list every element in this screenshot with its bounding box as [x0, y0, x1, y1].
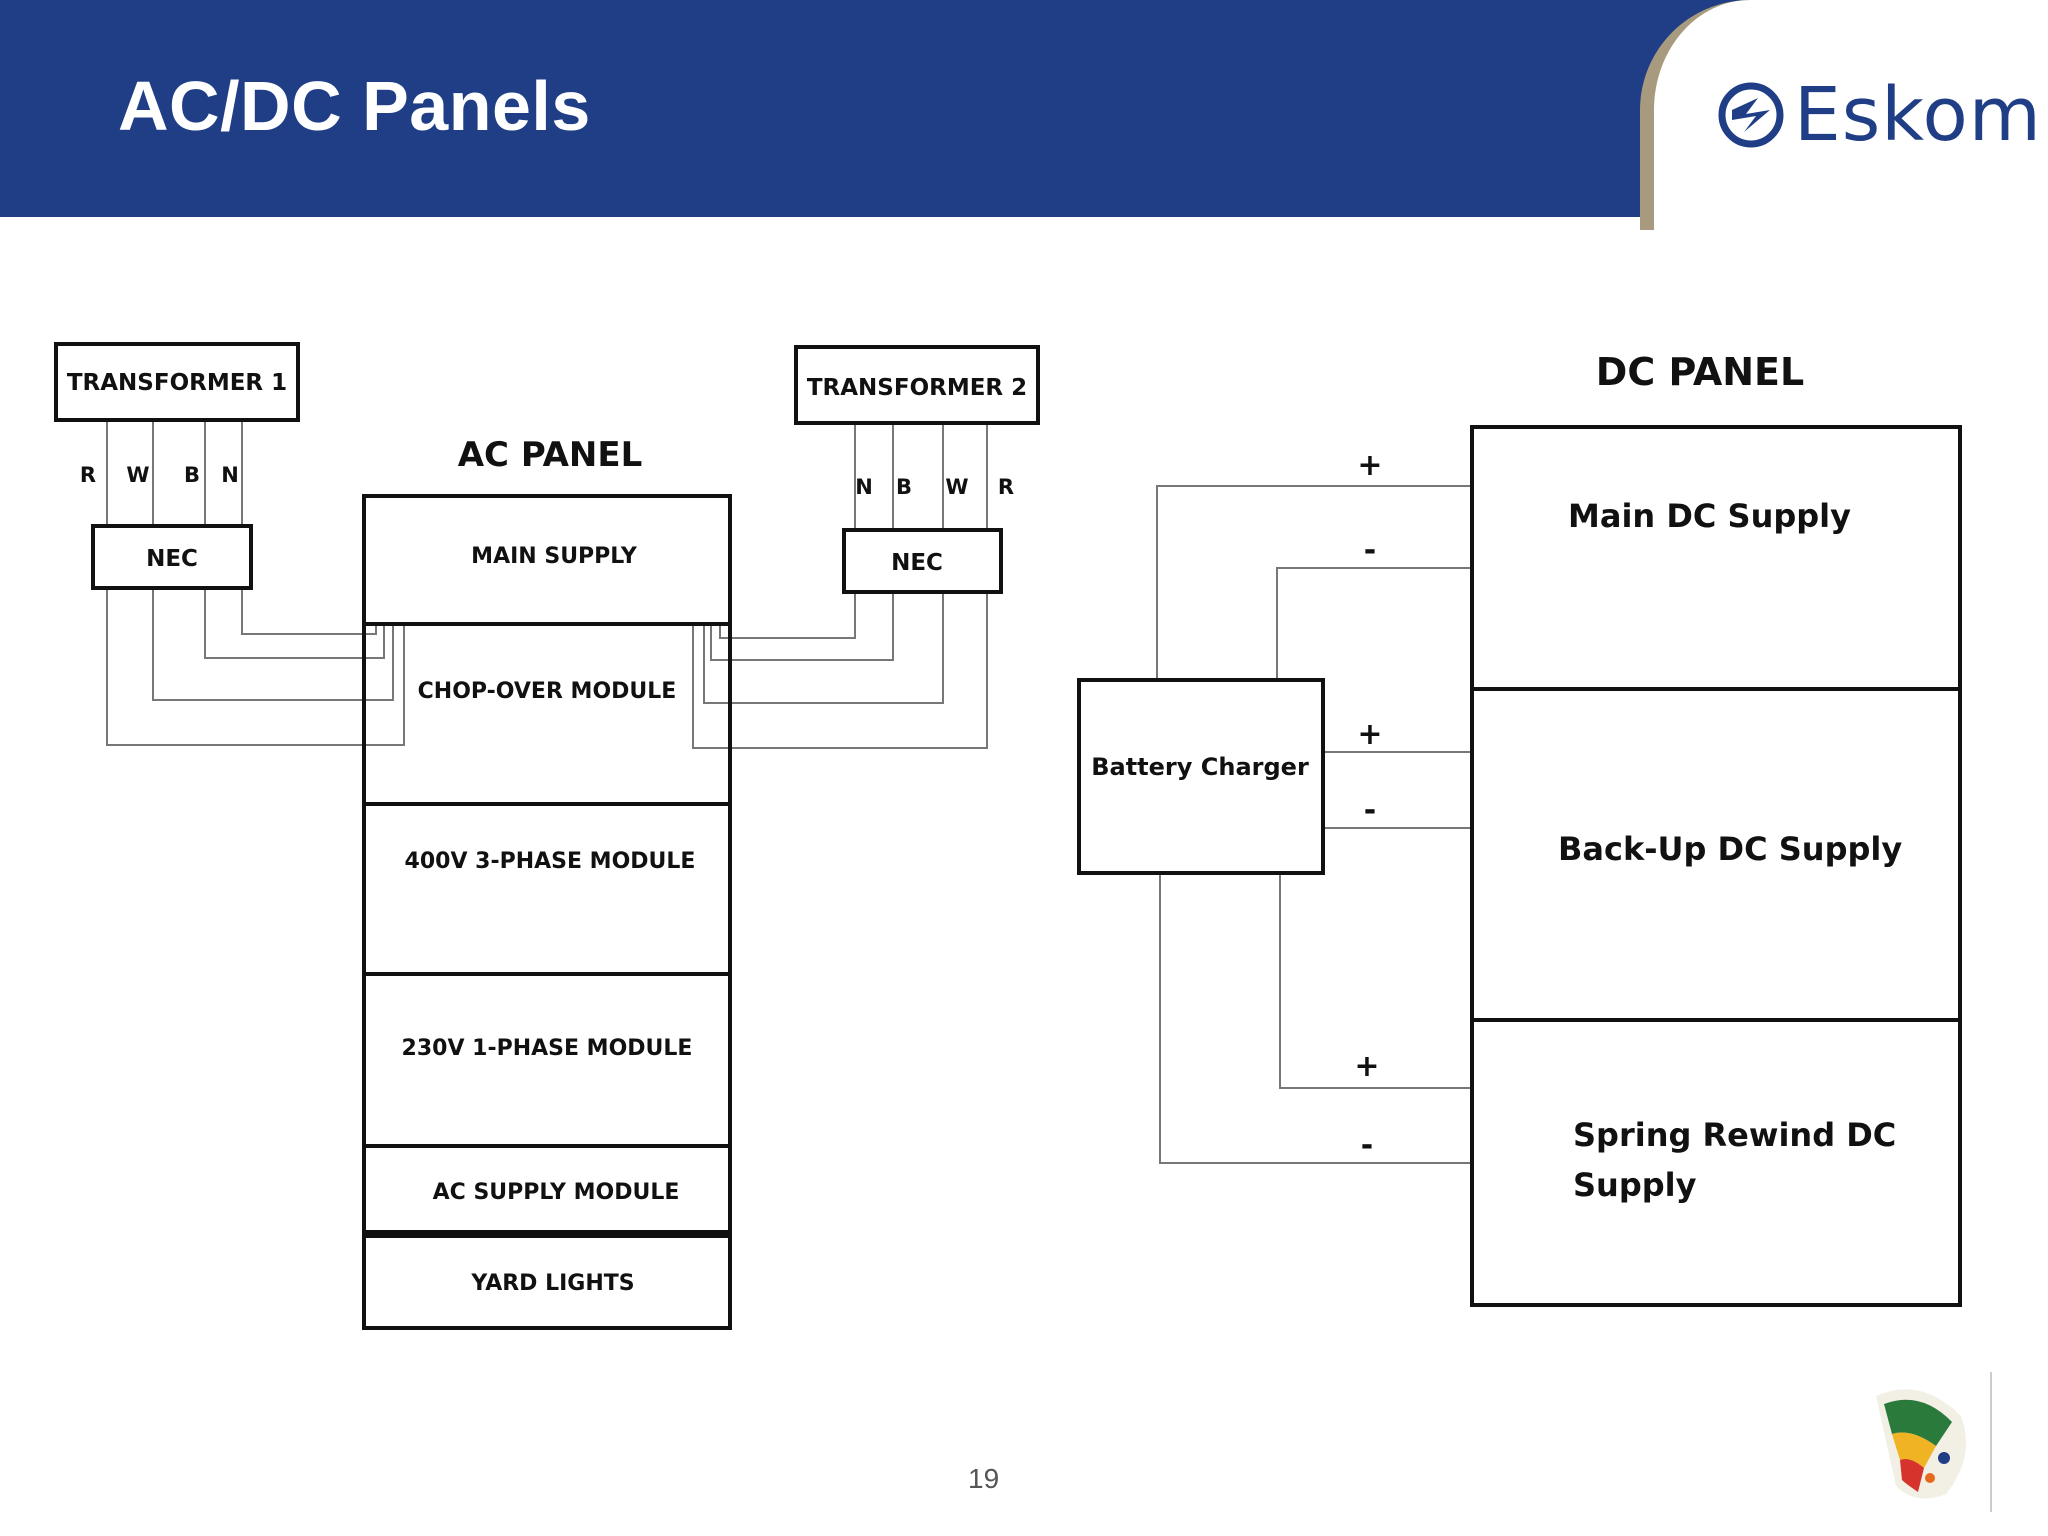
three-phase-box — [362, 802, 732, 976]
main-dc-supply-label: Main DC Supply — [1568, 497, 1851, 535]
logo-panel — [1640, 0, 2048, 230]
main-supply-label: MAIN SUPPLY — [471, 544, 638, 569]
anniversary-badge-icon — [1876, 1389, 1966, 1499]
t1-phase-b: B — [184, 463, 200, 487]
spring-rewind-minus: - — [1361, 1128, 1373, 1163]
main-dc-supply-box — [1470, 425, 1962, 691]
slide-title: AC/DC Panels — [118, 67, 591, 145]
three-phase-label: 400V 3-PHASE MODULE — [405, 849, 696, 874]
backup-dc-plus: + — [1357, 717, 1382, 752]
main-dc-minus: - — [1364, 533, 1376, 568]
t1-phase-r: R — [80, 463, 96, 487]
ac-supply-module-label: AC SUPPLY MODULE — [433, 1180, 680, 1205]
backup-dc-supply-box — [1470, 687, 1962, 1022]
eskom-logo-icon — [1718, 82, 1784, 148]
yard-lights-box — [362, 1234, 732, 1330]
main-dc-plus: + — [1357, 448, 1382, 483]
chop-over-label: CHOP-OVER MODULE — [418, 679, 677, 704]
ac-wiring — [106, 420, 988, 749]
footer-divider — [1990, 1372, 1992, 1512]
spring-rewind-box — [1470, 1018, 1962, 1307]
t2-phase-n: N — [855, 475, 873, 499]
single-phase-box — [362, 972, 732, 1148]
ac-supply-module-box — [362, 1144, 732, 1234]
dc-panel-title: DC PANEL — [1596, 350, 1804, 394]
single-phase-label: 230V 1-PHASE MODULE — [402, 1036, 693, 1061]
t2-phase-r: R — [998, 475, 1014, 499]
t2-phase-b: B — [896, 475, 912, 499]
transformer-1-label: TRANSFORMER 1 — [67, 370, 287, 396]
spring-rewind-label-line2: Supply — [1573, 1166, 1697, 1204]
battery-charger-box — [1077, 678, 1325, 875]
nec-2-label: NEC — [891, 550, 943, 576]
nec-1-box — [91, 524, 253, 590]
nec-1-label: NEC — [146, 546, 198, 572]
logo-wordmark: Eskom — [1794, 72, 2042, 158]
eskom-logo: Eskom — [1716, 72, 2042, 158]
t2-phase-w: W — [945, 475, 968, 499]
t1-phase-n: N — [221, 463, 239, 487]
spring-rewind-plus: + — [1354, 1049, 1379, 1084]
page-number: 19 — [968, 1463, 1000, 1494]
transformer-2-label: TRANSFORMER 2 — [807, 375, 1027, 401]
ac-panel-title: AC PANEL — [458, 435, 643, 475]
main-supply-box — [362, 494, 732, 626]
battery-charger-label: Battery Charger — [1091, 753, 1309, 781]
spring-rewind-label-line1: Spring Rewind DC — [1573, 1116, 1896, 1154]
nec-2-box — [842, 528, 1003, 594]
backup-dc-minus: - — [1364, 793, 1376, 828]
dc-wiring — [1156, 485, 1472, 1164]
chop-over-box — [362, 622, 732, 806]
yard-lights-label: YARD LIGHTS — [470, 1271, 634, 1296]
transformer-2-box — [794, 345, 1040, 425]
transformer-1-box — [54, 342, 300, 422]
backup-dc-supply-label: Back-Up DC Supply — [1558, 830, 1902, 868]
t1-phase-w: W — [126, 463, 149, 487]
